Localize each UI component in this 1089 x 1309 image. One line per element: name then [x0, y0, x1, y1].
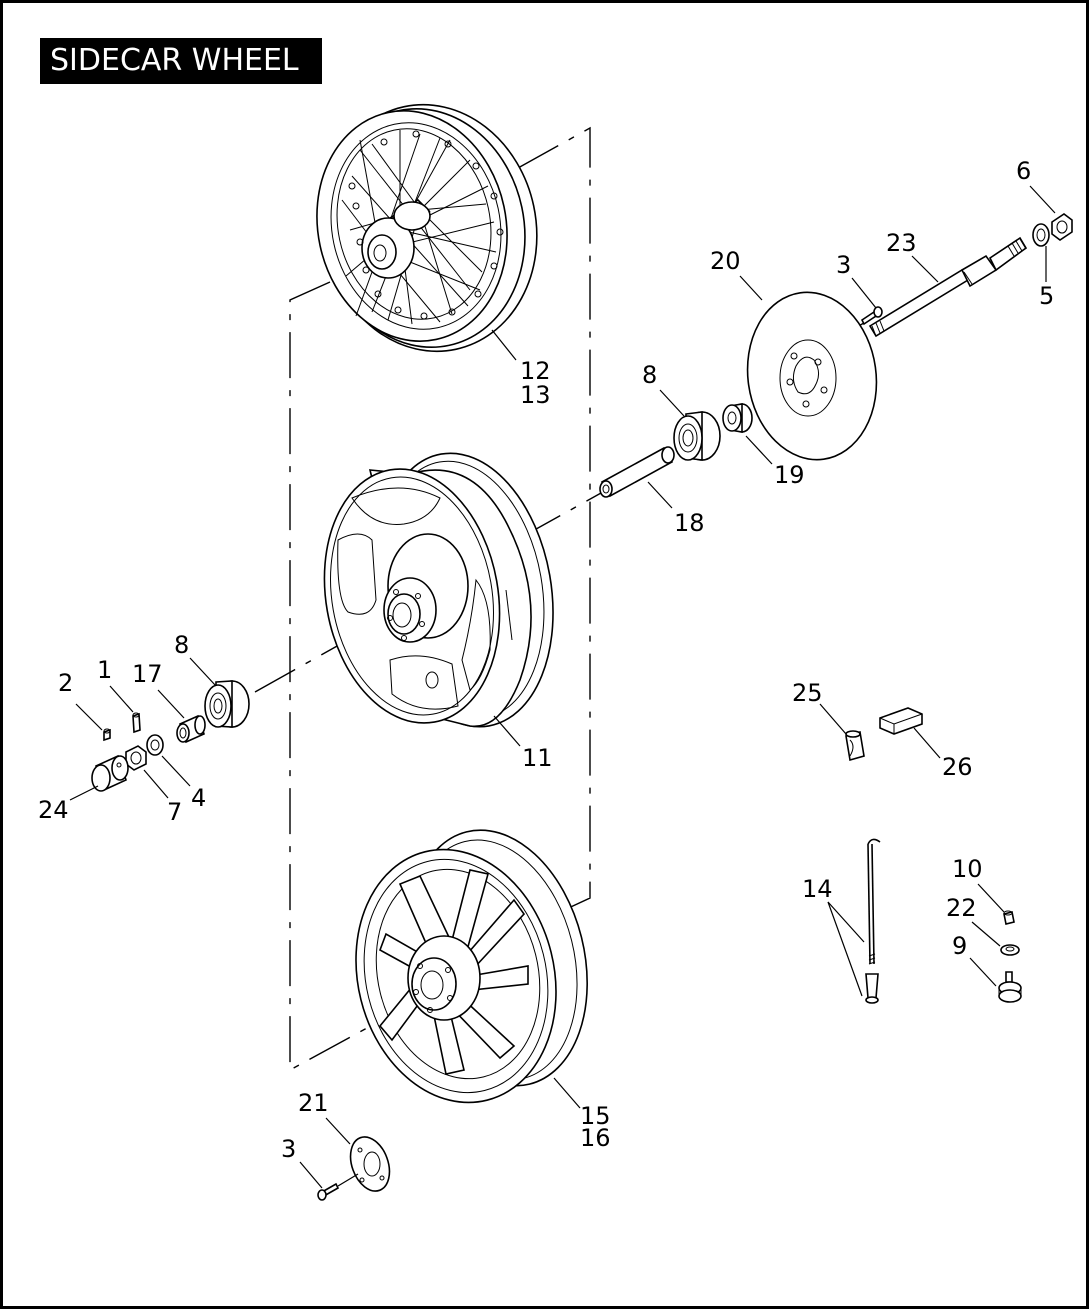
slotted-nut [125, 745, 147, 771]
callout-11: 11 [522, 744, 553, 772]
callout-17: 17 [132, 660, 163, 688]
axle-spacer-tube [599, 446, 675, 498]
callout-7: 7 [167, 798, 182, 826]
callout-3-upper: 3 [836, 251, 851, 279]
assembly-bracket-line [289, 126, 591, 1072]
screw-upper [860, 306, 883, 326]
hub-cap [91, 754, 129, 792]
callout-25: 25 [792, 679, 823, 707]
hub-spacer [176, 714, 206, 744]
callout-10: 10 [952, 855, 983, 883]
callout-26: 26 [942, 753, 973, 781]
valve-stem [998, 971, 1022, 1003]
mounting-plate [349, 1136, 391, 1192]
callout-13: 13 [520, 381, 551, 409]
callout-14: 14 [802, 875, 833, 903]
callout-labels: 6 23 20 3 5 12 13 8 19 18 8 2 1 17 4 7 2… [38, 157, 1054, 1163]
title-text: SIDECAR WHEEL [50, 43, 299, 78]
brake-disc [746, 291, 878, 461]
balance-weight-clip [845, 730, 865, 762]
callout-21: 21 [298, 1089, 329, 1117]
spoke [867, 838, 881, 965]
screw-lower [317, 1173, 359, 1201]
callout-24: 24 [38, 796, 69, 824]
axle-washer [1032, 223, 1050, 247]
callout-18: 18 [674, 509, 705, 537]
callout-6: 6 [1016, 157, 1031, 185]
valve-cap [1003, 910, 1015, 925]
balance-weight [879, 707, 923, 735]
spoke-nipple [865, 973, 879, 1004]
callout-12: 12 [520, 357, 551, 385]
laced-spoke-wheel [316, 103, 538, 353]
callout-2: 2 [58, 669, 73, 697]
cast-disc-wheel [323, 452, 554, 728]
callout-16: 16 [580, 1124, 611, 1152]
callout-15: 15 [580, 1102, 611, 1130]
wheel-bearing-right [673, 411, 721, 461]
callout-1: 1 [97, 656, 112, 684]
callout-9: 9 [952, 932, 967, 960]
callout-22: 22 [946, 894, 977, 922]
callout-20: 20 [710, 247, 741, 275]
callout-4: 4 [191, 784, 206, 812]
wheel-bearing-left [204, 680, 250, 728]
callout-23: 23 [886, 229, 917, 257]
cotter-pin [132, 712, 141, 734]
set-screw [103, 728, 111, 742]
callout-3-lower: 3 [281, 1135, 296, 1163]
cast-spoke-wheel [355, 829, 588, 1104]
axle [868, 236, 1028, 338]
callout-5: 5 [1039, 282, 1054, 310]
title-background [40, 38, 322, 84]
callout-8-lower: 8 [174, 631, 189, 659]
washer [146, 734, 164, 756]
diagram-title: SIDECAR WHEEL [40, 38, 322, 84]
disc-spacer [722, 403, 753, 433]
valve-washer [1000, 944, 1020, 956]
callout-19: 19 [774, 461, 805, 489]
leader-lines [69, 185, 1056, 1189]
callout-8-upper: 8 [642, 361, 657, 389]
axle-nut [1051, 213, 1073, 241]
